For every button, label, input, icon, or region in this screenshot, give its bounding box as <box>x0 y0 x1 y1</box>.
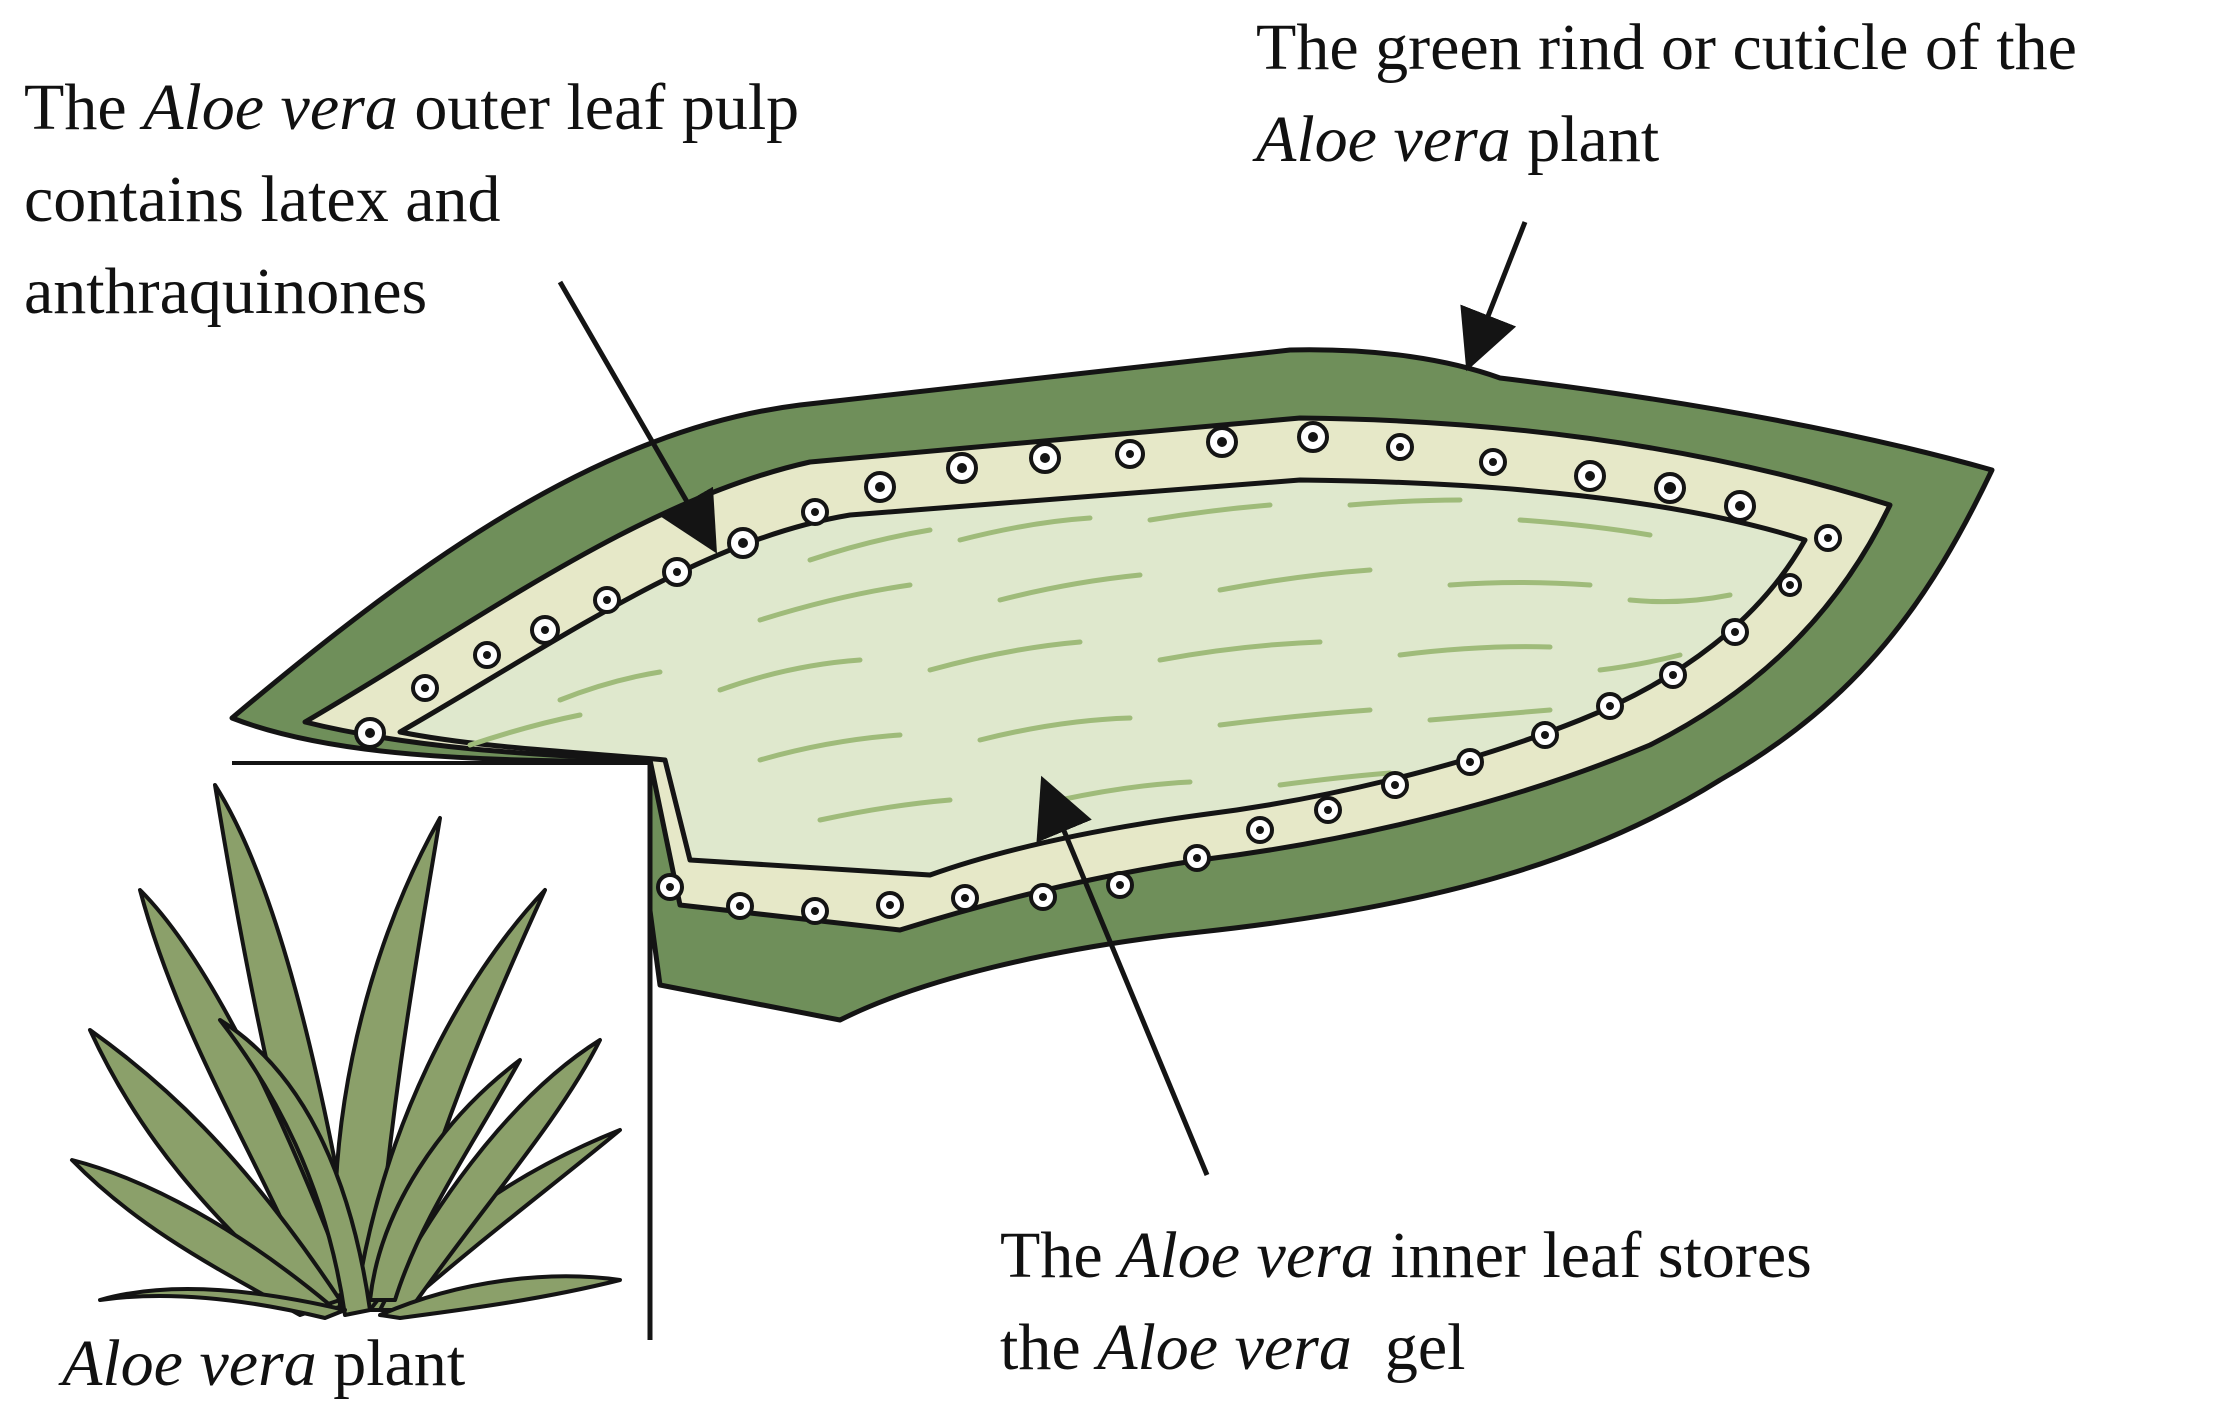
annotation-arrows <box>557 221 1528 1176</box>
pulp-cell-nuclei <box>365 432 1832 915</box>
pulp-cells <box>354 421 1842 925</box>
arrow-outer-pulp <box>557 280 718 554</box>
aloe-plant-illustration <box>70 783 622 1320</box>
plant-inset <box>0 761 653 1340</box>
arrow-inner-gel <box>1036 775 1210 1176</box>
gel-fibers <box>467 497 1733 823</box>
label-aloe-plant: Aloe vera plant <box>62 1327 466 1400</box>
arrow-rind <box>1460 221 1528 372</box>
